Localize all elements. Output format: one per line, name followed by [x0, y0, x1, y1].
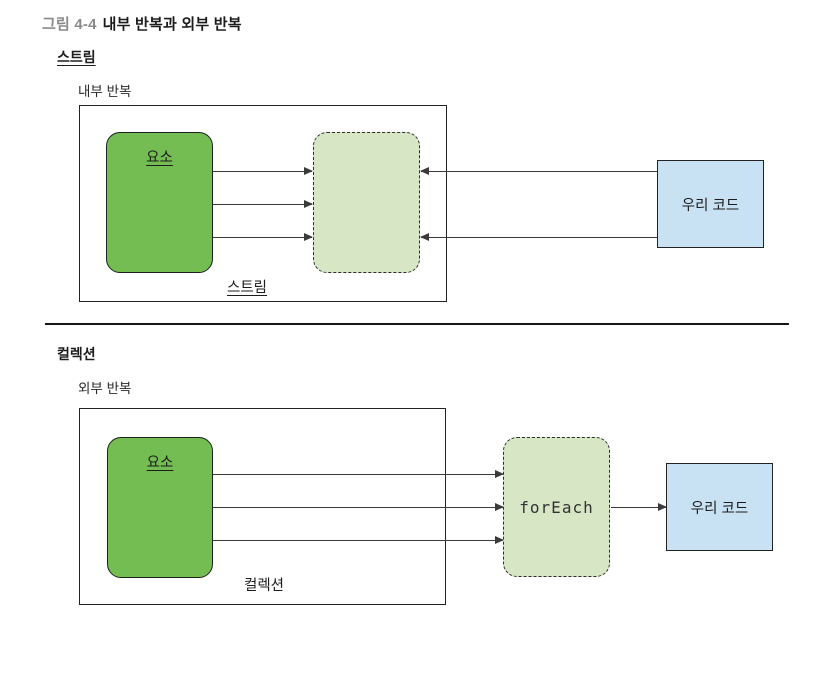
foreach-box: forEach: [503, 437, 610, 577]
foreach-to-code-arrow: [611, 503, 667, 512]
stream-push-arrow-2: [213, 200, 313, 209]
external-iteration-label: 외부 반복: [78, 381, 132, 396]
stream-user-code-box: 우리 코드: [657, 160, 764, 248]
stream-section-header: 스트림: [57, 49, 96, 65]
stream-buffer-box: [313, 132, 420, 273]
collection-section-header: 컬렉션: [57, 346, 96, 362]
internal-iteration-label: 내부 반복: [78, 84, 132, 99]
stream-user-code-label: 우리 코드: [681, 197, 740, 214]
foreach-label: forEach: [519, 497, 594, 517]
collection-element-label: 요소: [146, 455, 174, 471]
collection-iterate-arrow-3: [213, 536, 504, 545]
figure-caption: 내부 반복과 외부 반복: [102, 16, 242, 33]
stream-element-box: 요소: [106, 132, 213, 273]
section-divider: [45, 323, 789, 325]
stream-push-arrow-3: [213, 233, 313, 242]
collection-iterate-arrow-2: [213, 503, 504, 512]
figure-number-label: 그림 4-4: [42, 16, 97, 33]
collection-inner-caption: 컬렉션: [243, 578, 285, 594]
stream-pull-arrow-1: [420, 167, 657, 176]
collection-iterate-arrow-1: [213, 470, 504, 479]
figure-title: 그림 4-4 내부 반복과 외부 반복: [42, 13, 242, 34]
collection-element-box: 요소: [107, 437, 213, 578]
collection-user-code-box: 우리 코드: [666, 463, 773, 551]
collection-user-code-label: 우리 코드: [690, 500, 749, 517]
stream-pull-arrow-2: [420, 233, 657, 242]
stream-inner-caption: 스트림: [226, 280, 268, 296]
stream-element-label: 요소: [146, 150, 173, 166]
stream-push-arrow-1: [213, 167, 313, 176]
